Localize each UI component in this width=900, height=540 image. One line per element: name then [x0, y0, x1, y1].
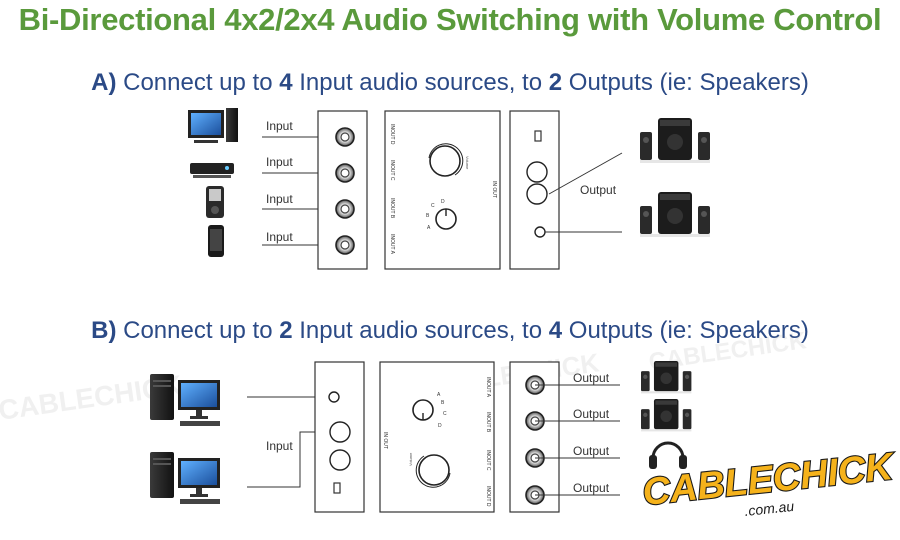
- b-panel-label-a: INOUT A: [485, 377, 491, 398]
- a-input-jack-d: [335, 127, 355, 147]
- section-b-num-1: 2: [279, 317, 293, 344]
- b-rotary-letter-a: A: [437, 392, 441, 398]
- a-volume-label: Volume: [465, 156, 470, 170]
- a-input-label-4: Input: [266, 230, 293, 244]
- a-rotary-letter-a: A: [427, 225, 431, 231]
- section-b-num-2: 4: [548, 317, 563, 344]
- b-output-wires: [535, 384, 620, 496]
- a-output-jack-1: [526, 161, 548, 183]
- a-panel-label-b: INOUT B: [389, 198, 395, 219]
- a-panel-label-d: INOUT D: [389, 124, 395, 145]
- a-rotary-letter-d: D: [441, 199, 445, 205]
- b-top-panel: [379, 361, 495, 513]
- b-panel-label-b: INOUT B: [485, 412, 491, 433]
- a-io-label: IN OUT: [491, 181, 497, 198]
- section-a-text-2: Input audio sources, to: [292, 69, 549, 96]
- a-input-jack-a: [335, 235, 355, 255]
- a-input-jack-c: [335, 163, 355, 183]
- b-output-headphones-icon: [649, 441, 687, 469]
- b-output-label-2: Output: [573, 407, 610, 421]
- a-usb-port: [534, 130, 542, 142]
- cablechick-logo: CABLECHICK .com.au: [639, 445, 898, 519]
- b-panel-label-c: INOUT C: [485, 450, 491, 471]
- b-output-label-4: Output: [573, 481, 610, 495]
- a-input-label-2: Input: [266, 155, 293, 169]
- section-a-text-1: Connect up to: [123, 69, 280, 96]
- logo-domain: .com.au: [744, 498, 795, 519]
- section-b-text-2: Input audio sources, to: [292, 317, 549, 344]
- b-output-label-3: Output: [573, 444, 610, 458]
- b-input-jack-2: [329, 449, 351, 471]
- a-output-wires: [545, 152, 623, 233]
- a-input-device-media-player: [190, 163, 234, 178]
- a-panel-label-a: INOUT A: [389, 234, 395, 255]
- section-b-text-3: Outputs (ie: Speakers): [562, 317, 809, 344]
- a-rotary-letter-b: B: [426, 213, 430, 219]
- b-output-speaker-2: [641, 399, 692, 432]
- a-output-speaker-1: [640, 118, 710, 163]
- b-input-device-desktop-1: [150, 374, 220, 426]
- a-power-jack: [534, 226, 546, 238]
- section-a-letter: A): [91, 69, 117, 96]
- section-b-heading: B) Connect up to 2 Input audio sources, …: [0, 317, 900, 345]
- b-volume-knob[interactable]: [415, 454, 451, 488]
- page-title: Bi-Directional 4x2/2x4 Audio Switching w…: [18, 2, 882, 37]
- a-input-jack-b: [335, 199, 355, 219]
- b-output-label-1: Output: [573, 371, 610, 385]
- a-output-speaker-2: [640, 192, 710, 237]
- section-b-letter: B): [91, 317, 117, 344]
- a-output-label: Output: [580, 183, 617, 197]
- b-usb-port: [333, 482, 341, 494]
- b-input-jack-1: [329, 421, 351, 443]
- b-rotary-letter-b: B: [441, 400, 445, 406]
- b-input-device-desktop-2: [150, 452, 220, 504]
- a-panel-label-c: INOUT C: [389, 160, 395, 181]
- section-a-text-3: Outputs (ie: Speakers): [562, 69, 809, 96]
- a-output-jack-2: [526, 183, 548, 205]
- b-selector-knob[interactable]: [412, 399, 434, 421]
- a-input-device-smartphone: [208, 225, 224, 257]
- section-a-heading: A) Connect up to 4 Input audio sources, …: [0, 69, 900, 97]
- b-power-jack: [328, 391, 340, 403]
- a-volume-knob[interactable]: [428, 143, 464, 177]
- b-input-label: Input: [266, 439, 293, 453]
- a-input-device-desktop: [188, 108, 238, 143]
- b-panel-label-d: INOUT D: [485, 486, 491, 507]
- b-rotary-letter-d: D: [438, 423, 442, 429]
- b-volume-label: Volume: [408, 452, 413, 466]
- a-input-label-1: Input: [266, 119, 293, 133]
- a-top-panel: [384, 110, 501, 270]
- section-b-text-1: Connect up to: [123, 317, 280, 344]
- a-rotary-letter-c: C: [431, 203, 435, 209]
- b-rotary-letter-c: C: [443, 411, 447, 417]
- a-selector-knob[interactable]: [435, 208, 457, 230]
- b-io-label: IN OUT: [382, 432, 388, 449]
- section-a-num-1: 4: [279, 69, 293, 96]
- section-a-num-2: 2: [548, 69, 563, 96]
- a-input-device-mp3-player: [206, 186, 224, 218]
- a-input-label-3: Input: [266, 192, 293, 206]
